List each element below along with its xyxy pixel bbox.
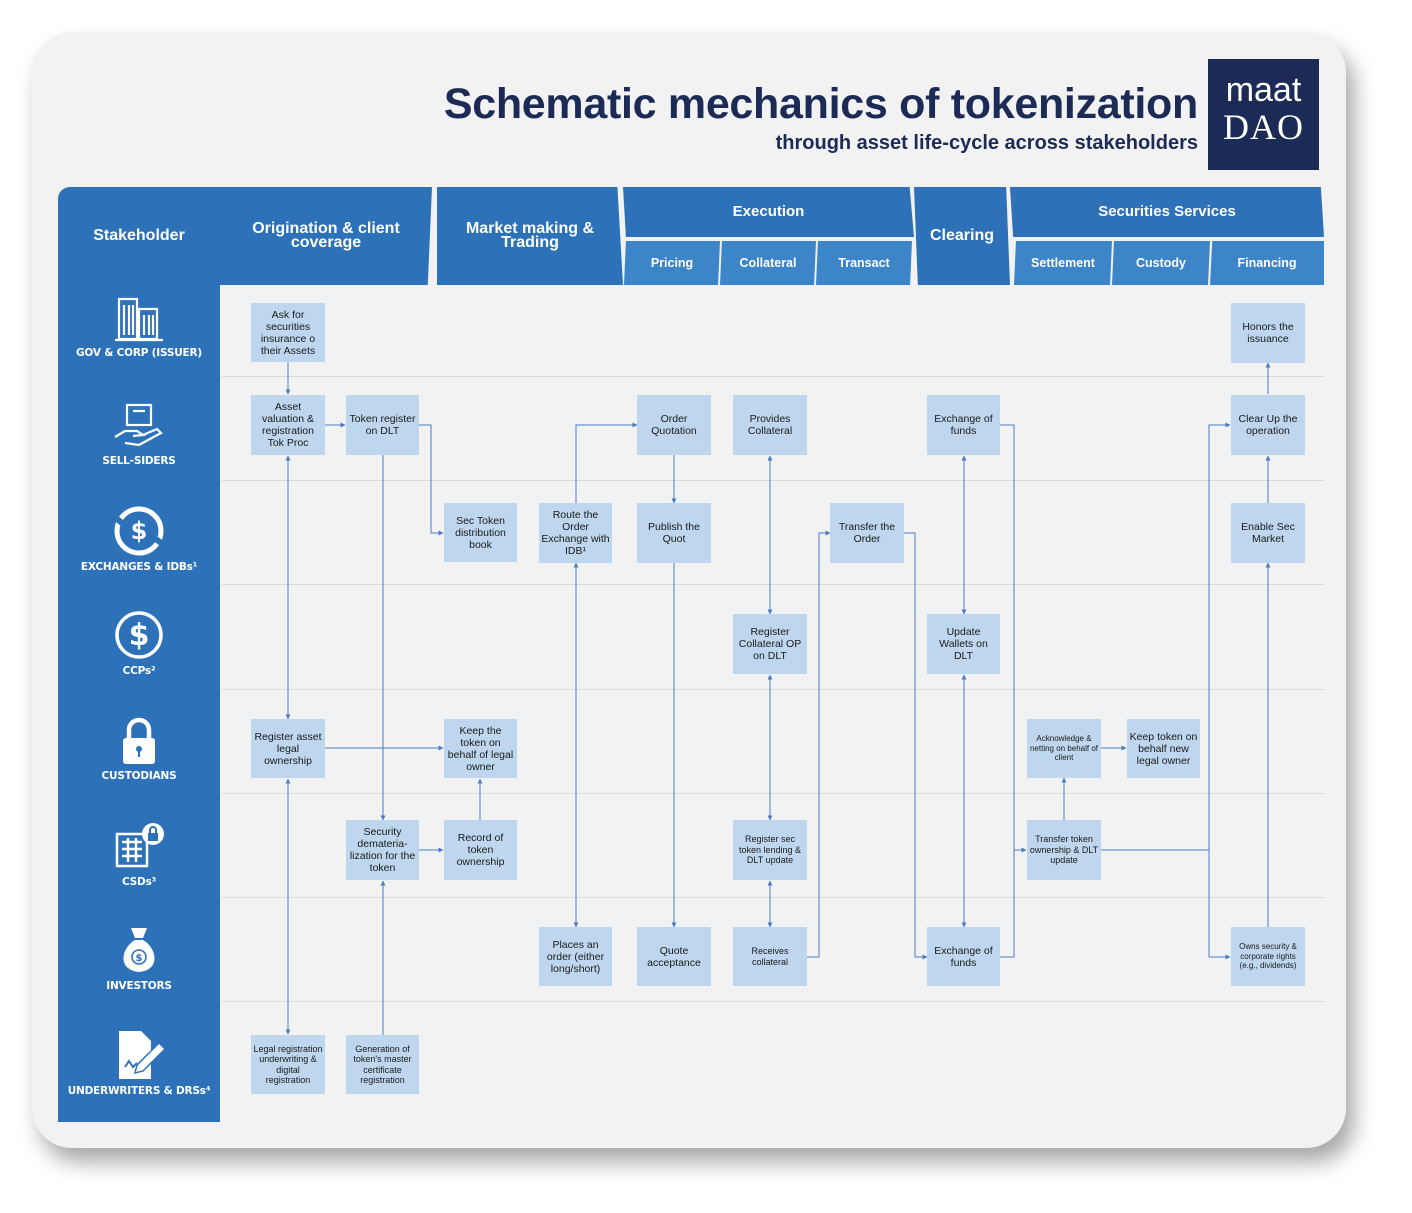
header-origination-label: Origination & client coverage — [252, 220, 400, 251]
step-record-ownership: Record of token ownership — [444, 820, 517, 880]
step-distribution-book: Sec Token distribution book — [444, 503, 517, 562]
header-execution-label: Execution — [732, 203, 805, 220]
hand-box-icon — [114, 403, 163, 447]
step-transfer-ownership: Transfer token ownership & DLT update — [1027, 820, 1101, 880]
row-divider — [222, 376, 1324, 377]
step-quote-acceptance: Quote acceptance — [637, 927, 711, 986]
header-securities-services-label: Securities Services — [1098, 203, 1236, 220]
buildings-icon — [115, 297, 163, 342]
header-market-making-label: Market making & Trading — [465, 220, 595, 251]
stakeholder-investors: $ INVESTORS — [58, 924, 220, 992]
row-divider — [222, 793, 1324, 794]
subheader-settlement: Settlement — [1014, 241, 1112, 285]
stakeholder-csds: CSDs³ — [58, 822, 220, 888]
stakeholder-exchanges: $ EXCHANGES & IDBs¹ — [58, 505, 220, 573]
padlock-icon — [123, 717, 155, 764]
step-generation-certificate: Generation of token's master certificate… — [346, 1035, 419, 1094]
svg-text:$: $ — [129, 618, 150, 653]
stakeholder-ccp-label: CCPs² — [122, 665, 156, 677]
logo-text-top: maat — [1225, 71, 1302, 109]
document-pen-icon — [119, 1031, 167, 1079]
stakeholder-und-label: UNDERWRITERS & DRSs⁴ — [67, 1085, 211, 1097]
row-divider — [222, 480, 1324, 481]
step-exchange-funds-bottom: Exchange of funds — [927, 927, 1000, 986]
step-places-order: Places an order (either long/short) — [539, 927, 612, 986]
stakeholder-cust-label: CUSTODIANS — [101, 770, 177, 782]
arrow-token-to-distribution — [419, 424, 444, 536]
step-legal-registration: Legal registration underwriting & digita… — [251, 1035, 325, 1094]
stakeholder-underwriters: UNDERWRITERS & DRSs⁴ — [58, 1029, 220, 1097]
row-divider — [222, 1001, 1324, 1002]
arrow-transfer-to-exchange — [904, 532, 928, 960]
stakeholder-sell-label: SELL-SIDERS — [102, 455, 176, 467]
arrow-route-to-quotation — [575, 422, 638, 503]
step-register-legal: Register asset legal ownership — [251, 719, 325, 778]
step-owns-rights: Owns security & corporate rights (e.g., … — [1231, 927, 1305, 986]
step-publish-quot: Publish the Quot — [637, 503, 711, 563]
row-divider — [222, 689, 1324, 690]
register-lock-icon — [115, 823, 164, 868]
step-ask-insurance: Ask for securities insurance o their Ass… — [251, 303, 325, 362]
header-market-making: Market making & Trading — [437, 187, 623, 285]
step-asset-valuation: Asset valuation & registration Tok Proc — [251, 395, 325, 455]
step-update-wallets: Update Wallets on DLT — [927, 614, 1000, 674]
row-divider — [222, 897, 1324, 898]
svg-text:$: $ — [131, 517, 148, 545]
step-register-collateral: Register Collateral OP on DLT — [733, 614, 807, 674]
dollar-coin-icon: $ — [115, 611, 163, 659]
subheader-custody: Custody — [1112, 241, 1210, 285]
subheader-pricing: Pricing — [624, 241, 720, 285]
step-register-lending: Register sec token lending & DLT update — [733, 820, 807, 880]
header-origination: Origination & client coverage — [220, 187, 432, 285]
arrow-financing-to-clearup — [1208, 422, 1231, 957]
step-route-order: Route the Order Exchange with IDB¹ — [539, 503, 612, 563]
stakeholder-csd-label: CSDs³ — [121, 876, 157, 888]
stakeholder-inv-label: INVESTORS — [106, 980, 172, 992]
row-divider — [222, 584, 1324, 585]
subheader-transact: Transact — [816, 241, 912, 285]
header-stakeholder: Stakeholder — [93, 227, 185, 244]
page-title: Schematic mechanics of tokenization — [443, 80, 1198, 128]
step-provides-collateral: Provides Collateral — [733, 395, 807, 455]
header-execution: Execution — [623, 187, 914, 237]
step-enable-market: Enable Sec Market — [1231, 503, 1305, 563]
money-bag-icon: $ — [123, 928, 155, 972]
step-clear-up: Clear Up the operation — [1231, 395, 1305, 455]
step-transfer-order: Transfer the Order — [830, 503, 904, 563]
stakeholder-gov-corp: GOV & CORP (ISSUER) — [58, 293, 220, 359]
subheader-collateral: Collateral — [720, 241, 816, 285]
subheader-financing: Financing — [1210, 241, 1324, 285]
svg-text:$: $ — [136, 953, 143, 964]
step-keep-new-owner: Keep token on behalf new legal owner — [1127, 719, 1200, 778]
stakeholder-exch-label: EXCHANGES & IDBs¹ — [80, 561, 198, 573]
stakeholder-ccps: $ CCPs² — [58, 609, 220, 677]
header-securities-services: Securities Services — [1010, 187, 1324, 237]
arrow-receives-to-transfer — [806, 530, 831, 958]
step-honors-issuance: Honors the issuance — [1231, 303, 1305, 363]
stakeholder-sell-siders: SELL-SIDERS — [58, 403, 220, 467]
step-token-register: Token register on DLT — [346, 395, 419, 455]
maatdao-logo: maat DAO — [1208, 59, 1319, 170]
step-dematerialization: Security demateria-lization for the toke… — [346, 820, 419, 880]
page-subtitle: through asset life-cycle across stakehol… — [775, 132, 1198, 154]
step-exchange-funds-top: Exchange of funds — [927, 395, 1000, 455]
step-acknowledge-netting: Acknowledge & netting on behalf of clien… — [1027, 719, 1101, 778]
step-keep-behalf: Keep the token on behalf of legal owner — [444, 719, 517, 778]
header-clearing: Clearing — [914, 187, 1010, 285]
exchange-dollar-icon: $ — [114, 506, 164, 556]
logo-text-bottom: DAO — [1223, 107, 1304, 147]
arrow-exchange-top-loop — [1000, 424, 1015, 958]
stakeholder-custodians: CUSTODIANS — [58, 714, 220, 782]
stakeholder-gov-label: GOV & CORP (ISSUER) — [75, 347, 203, 359]
step-order-quotation: Order Quotation — [637, 395, 711, 455]
header-clearing-label: Clearing — [929, 227, 994, 244]
step-receives-collateral: Receives collateral — [733, 927, 807, 986]
